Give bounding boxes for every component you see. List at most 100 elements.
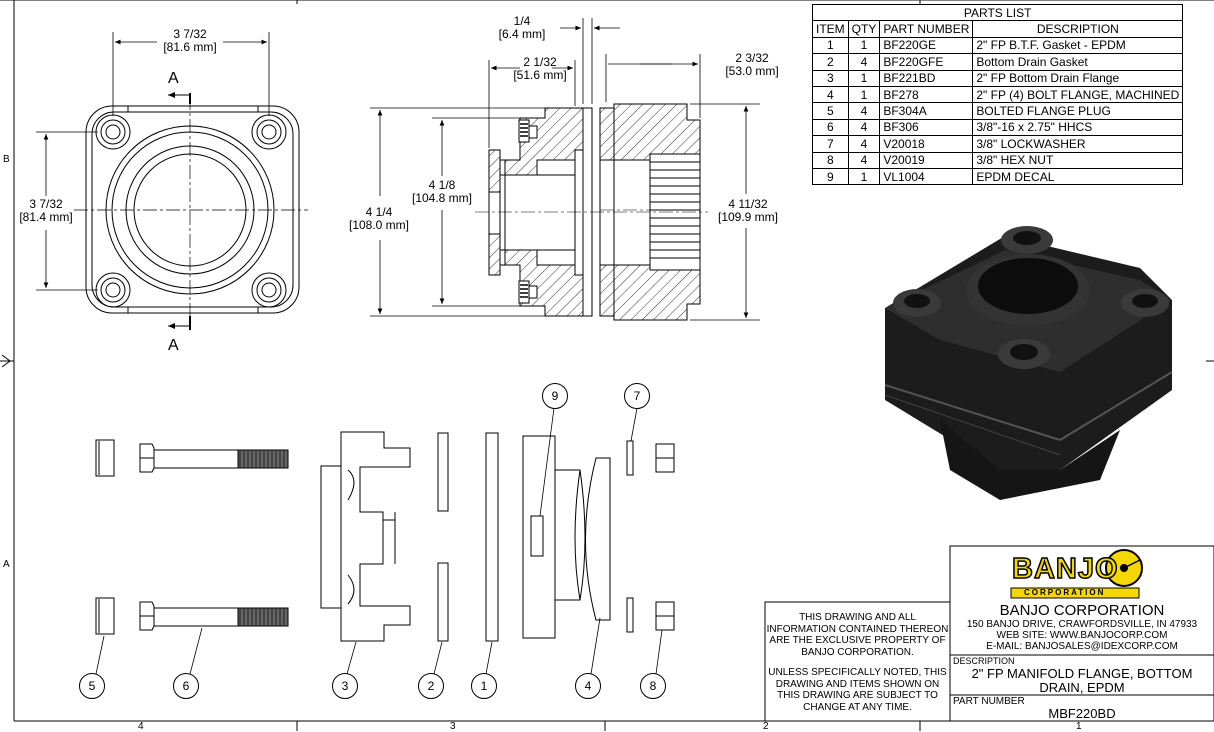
dim-left-height-mm: [81.4 mm] (19, 210, 73, 224)
parts-list-header-row: ITEM QTY PART NUMBER DESCRIPTION (812, 20, 1184, 38)
section-dimensions (370, 18, 760, 321)
dim-right-height-mm: [109.9 mm] (717, 210, 779, 224)
dim-left-height-frac: 3 7/32 (29, 197, 63, 211)
cell-part-number: BF304A (879, 102, 974, 120)
zone-label-4: 4 (138, 721, 144, 732)
front-view (74, 92, 308, 330)
cell-part-number: V20019 (879, 151, 974, 169)
cell-description: Bottom Drain Gasket (972, 53, 1184, 71)
section-view (475, 103, 708, 321)
balloon-2: 2 (418, 673, 444, 699)
cell-description: 2" FP Bottom Drain Flange (972, 69, 1184, 87)
dim-outer-height-frac: 4 1/4 (365, 205, 393, 219)
notice-line: DRAWING AND ITEMS SHOWN ON (775, 678, 940, 690)
dim-flange-length: 2 1/32 [51.6 mm] (508, 56, 572, 81)
cell-item: 1 (812, 36, 849, 55)
cell-part-number: BF220GFE (879, 53, 974, 71)
balloon-9: 9 (542, 383, 568, 409)
cell-description: 3/8"-16 x 2.75" HHCS (972, 118, 1184, 137)
company-name: BANJO CORPORATION (999, 602, 1165, 619)
cell-description: 2" FP B.T.F. Gasket - EPDM (972, 36, 1184, 55)
cell-part-number: VL1004 (879, 167, 974, 186)
cell-description: EPDM DECAL (972, 167, 1184, 186)
cell-qty: 4 (847, 135, 881, 153)
cell-qty: 1 (847, 36, 881, 55)
dim-right-height-frac: 4 11/32 (728, 197, 768, 211)
part-number-label: PART NUMBER (953, 696, 1025, 707)
cell-item: 8 (812, 151, 849, 169)
cell-item: 6 (812, 118, 849, 137)
notice-line: CHANGE AT ANY TIME. (803, 701, 912, 713)
part-number-value: MBF220BD (1048, 706, 1116, 721)
company-address: 150 BANJO DRIVE, CRAWFORDSVILLE, IN 4793… (966, 619, 1198, 630)
dim-right-length: 2 3/32 [53.0 mm] (720, 52, 784, 77)
cell-item: 4 (812, 85, 849, 104)
zone-label-a-left: A (3, 559, 10, 570)
cell-part-number: BF221BD (879, 69, 974, 87)
cell-item: 2 (812, 53, 849, 71)
banjo-logo-sub: CORPORATION (1024, 588, 1106, 597)
dim-left-height: 3 7/32 [81.4 mm] (14, 198, 78, 223)
cell-item: 9 (812, 167, 849, 186)
dim-flange-length-mm: [51.6 mm] (513, 68, 567, 82)
dim-inner-height: 4 1/8 [104.8 mm] (408, 179, 476, 204)
balloon-7: 7 (624, 383, 650, 409)
parts-list-table: PARTS LIST ITEM QTY PART NUMBER DESCRIPT… (811, 3, 1184, 186)
balloon-5: 5 (79, 673, 105, 699)
cell-part-number: V20018 (879, 135, 974, 153)
cell-item: 5 (812, 102, 849, 120)
change-notice: UNLESS SPECIFICALLY NOTED, THIS DRAWING … (766, 667, 949, 713)
cell-description: 3/8" LOCKWASHER (972, 135, 1184, 153)
balloon-1: 1 (471, 673, 497, 699)
cell-description: 3/8" HEX NUT (972, 151, 1184, 169)
dim-top-width-mm: [81.6 mm] (163, 40, 217, 54)
dim-right-length-frac: 2 3/32 (735, 51, 769, 65)
notice-line: ARE THE EXCLUSIVE PROPERTY OF (769, 635, 946, 646)
zone-label-1: 1 (1076, 721, 1082, 732)
dim-inner-height-frac: 4 1/8 (428, 178, 456, 192)
dim-top-width: 3 7/32 [81.6 mm] (157, 28, 223, 53)
header-item: ITEM (812, 20, 849, 38)
cell-part-number: BF220GE (879, 36, 974, 55)
cell-qty: 4 (847, 118, 881, 137)
zone-label-3: 3 (450, 721, 456, 732)
parts-list-title: PARTS LIST (811, 3, 1184, 22)
cell-item: 3 (812, 69, 849, 87)
dim-gasket-frac: 1/4 (513, 14, 531, 28)
cell-qty: 4 (847, 53, 881, 71)
zone-label-2: 2 (763, 721, 769, 732)
header-qty: QTY (847, 20, 881, 38)
banjo-logo-graphic (1010, 549, 1143, 599)
description-label: DESCRIPTION (953, 656, 1015, 666)
cell-description: 2" FP (4) BOLT FLANGE, MACHINED (972, 85, 1184, 104)
ownership-notice: THIS DRAWING AND ALL INFORMATION CONTAIN… (766, 612, 949, 658)
dim-top-width-frac: 3 7/32 (173, 27, 207, 41)
section-label-top: A (168, 70, 179, 87)
cell-part-number: BF306 (879, 118, 974, 137)
notice-line: UNLESS SPECIFICALLY NOTED, THIS (768, 667, 947, 678)
exploded-view (95, 431, 675, 642)
cell-qty: 1 (847, 85, 881, 104)
balloon-4: 4 (575, 673, 601, 699)
cell-qty: 4 (847, 102, 881, 120)
cell-qty: 1 (847, 69, 881, 87)
balloon-6: 6 (173, 673, 199, 699)
notice-line: THIS DRAWING ARE SUBJECT TO (777, 690, 938, 701)
balloon-leaders (95, 407, 663, 675)
cell-description: BOLTED FLANGE PLUG (972, 102, 1184, 120)
description-line1: 2" FP MANIFOLD FLANGE, BOTTOM (971, 666, 1193, 681)
dim-right-height: 4 11/32 [109.9 mm] (714, 198, 782, 223)
front-dimensions (36, 32, 270, 291)
section-label-bottom: A (168, 337, 179, 354)
render-3d (884, 226, 1173, 500)
notice-line: INFORMATION CONTAINED THEREON (766, 623, 949, 635)
dim-outer-height: 4 1/4 [108.0 mm] (346, 206, 412, 231)
